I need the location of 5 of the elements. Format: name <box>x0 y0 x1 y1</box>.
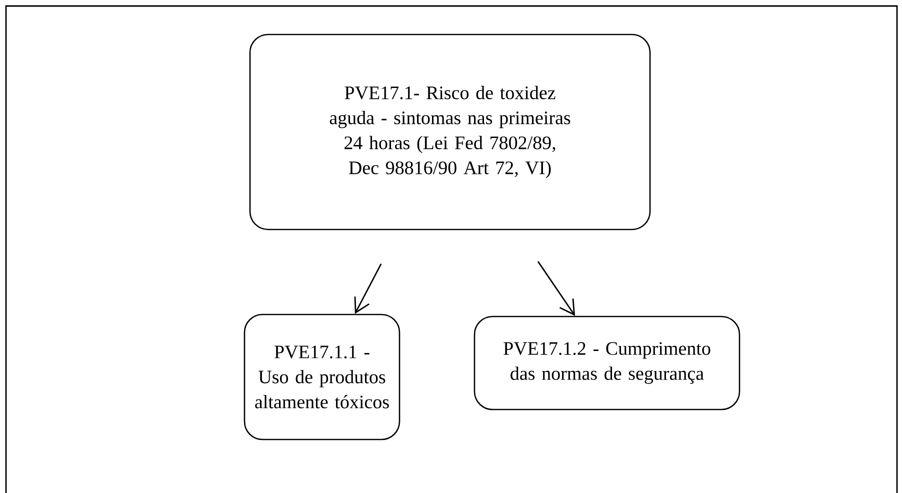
arrow <box>354 264 382 314</box>
arrow <box>537 261 576 316</box>
process-box: PVE17.1.1 - Uso de produtos altamente tóxicos <box>244 314 400 440</box>
process-box: PVE17.1- Risco de toxidez aguda - sintomas nas primeiras 24 horas (Lei Fed 7802/89, Dec 98816/90 Art 72, VI) <box>249 34 651 230</box>
process-box: PVE17.1.2 - Cumprimento das normas de segurança <box>474 316 740 410</box>
